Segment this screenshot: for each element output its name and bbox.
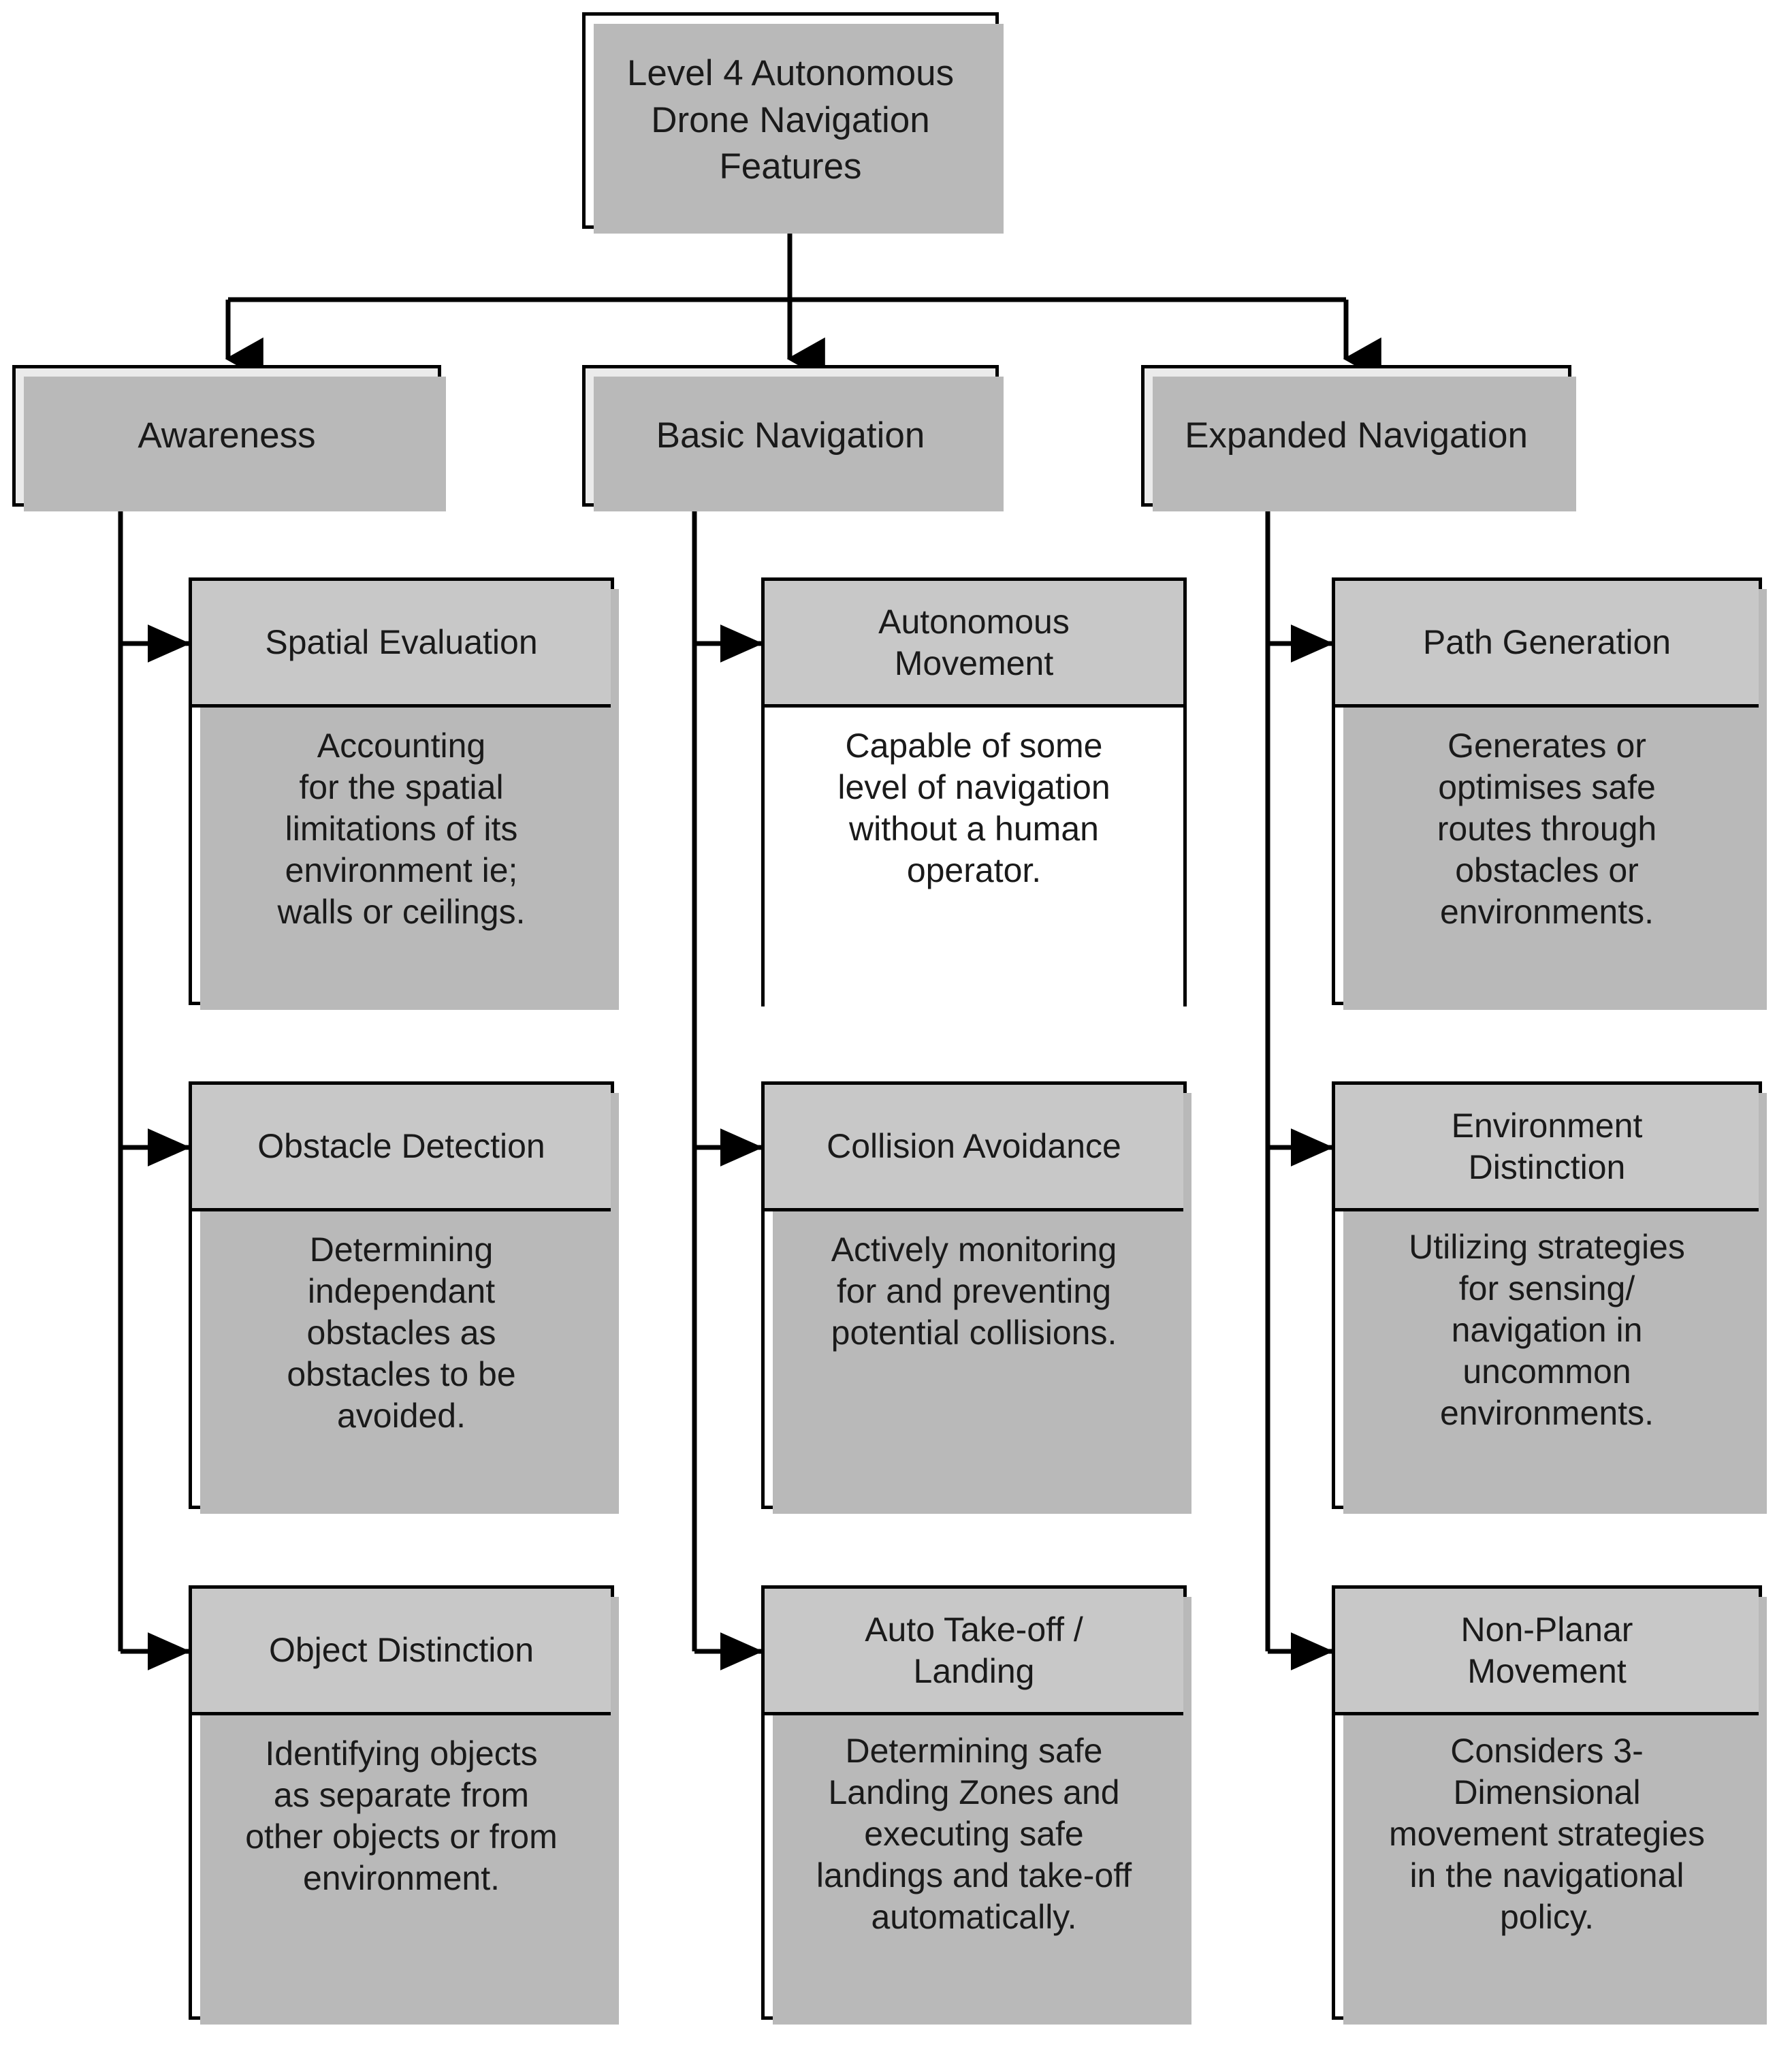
feature-card-description: Generates or optimises safe routes throu…: [1437, 727, 1657, 931]
category-node-basic-nav[interactable]: Basic Navigation: [582, 365, 1004, 511]
category-node-awareness[interactable]: Awareness: [12, 365, 446, 511]
feature-card-description: Considers 3- Dimensional movement strate…: [1388, 1732, 1706, 1936]
feature-card-description: Accounting for the spatial limitations o…: [277, 727, 526, 931]
category-label-expanded-nav: Expanded Navigation: [1185, 415, 1528, 456]
feature-card-collision-avoidance[interactable]: Collision Avoidance Actively monitoring …: [761, 1081, 1191, 1514]
feature-card-title: Non-Planar Movement: [1335, 1589, 1759, 1715]
feature-card-spatial-evaluation[interactable]: Spatial Evaluation Accounting for the sp…: [189, 577, 619, 1010]
root-node[interactable]: Level 4 Autonomous Drone Navigation Feat…: [582, 12, 1004, 234]
feature-card-path-generation[interactable]: Path Generation Generates or optimises s…: [1332, 577, 1767, 1010]
category-label-awareness: Awareness: [138, 415, 316, 456]
feature-card-title: Obstacle Detection: [192, 1085, 611, 1211]
feature-card-description: Actively monitoring for and preventing p…: [831, 1231, 1117, 1352]
feature-card-auto-takeoff-landing[interactable]: Auto Take-off / Landing Determining safe…: [761, 1585, 1191, 2025]
feature-card-non-planar-movement[interactable]: Non-Planar Movement Considers 3- Dimensi…: [1332, 1585, 1767, 2025]
category-node-expanded-nav[interactable]: Expanded Navigation: [1141, 365, 1576, 511]
feature-card-title: Autonomous Movement: [765, 581, 1183, 708]
feature-card-title: Auto Take-off / Landing: [765, 1589, 1183, 1715]
feature-card-object-distinction[interactable]: Object Distinction Identifying objects a…: [189, 1585, 619, 2025]
feature-card-description: Capable of some level of navigation with…: [837, 727, 1110, 889]
feature-card-description: Identifying objects as separate from oth…: [245, 1734, 558, 1897]
feature-card-description: Determining independant obstacles as obs…: [287, 1231, 516, 1435]
category-label-basic-nav: Basic Navigation: [656, 415, 925, 456]
root-node-label: Level 4 Autonomous Drone Navigation Feat…: [626, 52, 955, 187]
feature-card-autonomous-movement[interactable]: Autonomous Movement Capable of some leve…: [761, 577, 1187, 1006]
feature-card-environment-distinction[interactable]: Environment Distinction Utilizing strate…: [1332, 1081, 1767, 1514]
feature-card-title: Environment Distinction: [1335, 1085, 1759, 1211]
feature-card-description: Determining safe Landing Zones and execu…: [816, 1732, 1132, 1936]
feature-card-title: Collision Avoidance: [765, 1085, 1183, 1211]
feature-card-obstacle-detection[interactable]: Obstacle Detection Determining independa…: [189, 1081, 619, 1514]
feature-card-title: Path Generation: [1335, 581, 1759, 708]
feature-card-description: Utilizing strategies for sensing/ naviga…: [1409, 1228, 1685, 1432]
feature-card-title: Spatial Evaluation: [192, 581, 611, 708]
feature-card-title: Object Distinction: [192, 1589, 611, 1715]
